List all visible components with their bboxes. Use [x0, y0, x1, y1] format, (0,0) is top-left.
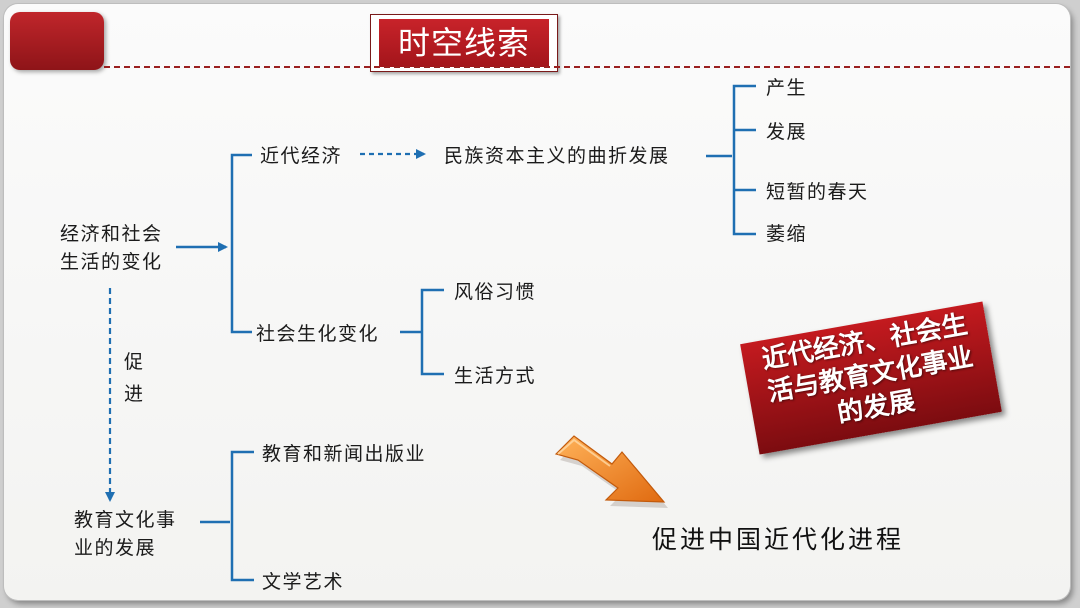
stages-bracket — [734, 86, 756, 234]
social-bracket — [422, 290, 444, 374]
education-item: 教育和新闻出版业 — [262, 442, 426, 466]
education-bracket — [232, 452, 254, 580]
promote-label-char1: 促 — [124, 350, 145, 374]
stage-item: 萎缩 — [766, 222, 807, 246]
national-capitalism-node: 民族资本主义的曲折发展 — [444, 144, 670, 168]
education-item: 文学艺术 — [262, 570, 344, 594]
slide: 时空线索 经济和社会 生活的变化 近代经济 民族资本主义的曲折发展 产生 发 — [4, 4, 1070, 600]
main-bracket — [232, 155, 252, 332]
conclusion-text: 促进中国近代化进程 — [652, 524, 904, 556]
social-item: 生活方式 — [454, 364, 536, 388]
orange-arrow-icon — [552, 428, 672, 510]
root-node-line1: 经济和社会 — [60, 222, 163, 246]
education-node-line2: 业的发展 — [74, 536, 156, 560]
stage-item: 短暂的春天 — [766, 180, 869, 204]
promote-label-char2: 进 — [124, 382, 145, 406]
modern-economy-node: 近代经济 — [260, 144, 342, 168]
root-node-line2: 生活的变化 — [60, 250, 163, 274]
education-node-line1: 教育文化事 — [74, 508, 177, 532]
social-change-node: 社会生化变化 — [256, 322, 379, 346]
social-item: 风俗习惯 — [454, 280, 536, 304]
stage-item: 产生 — [766, 76, 807, 100]
stage-item: 发展 — [766, 120, 807, 144]
